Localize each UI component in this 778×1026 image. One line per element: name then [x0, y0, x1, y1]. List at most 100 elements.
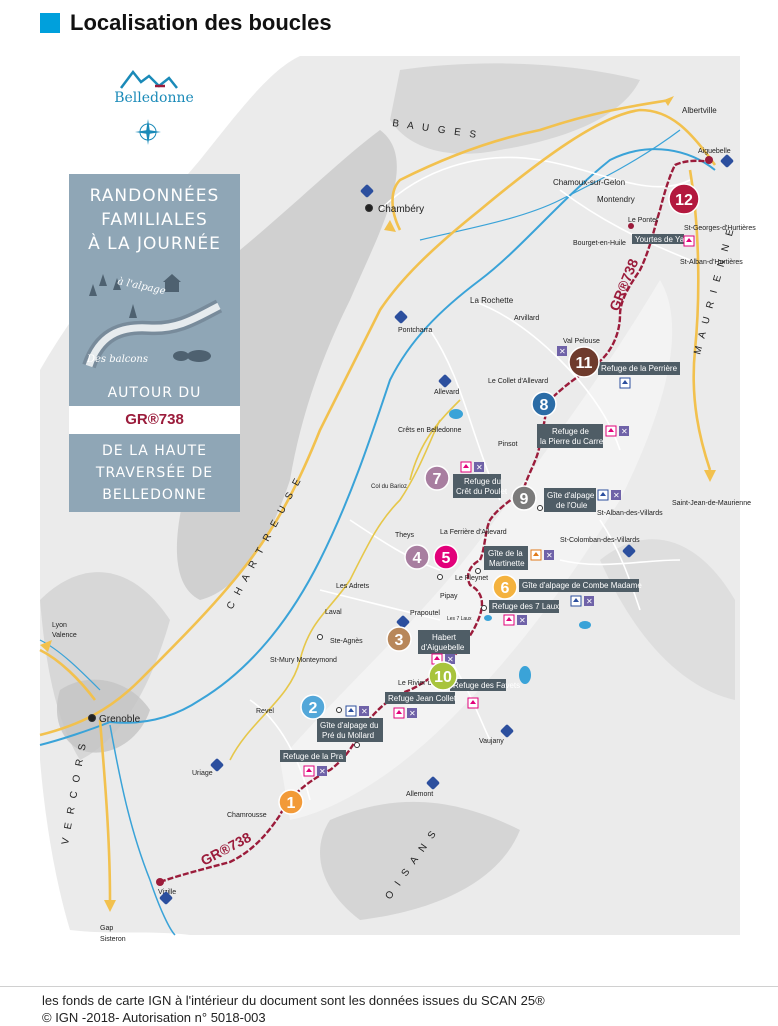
restaurant-icon: ✕ — [584, 596, 594, 606]
restaurant-icon: ✕ — [544, 550, 554, 560]
panel-sub-line3: BELLEDONNE — [102, 487, 207, 503]
house-icon — [530, 549, 542, 561]
refuge-combe: Gîte d'alpage de Combe Madame — [522, 581, 642, 590]
place-le-pontet: Le Pontet — [628, 217, 658, 224]
loop-marker-8-label: 8 — [540, 397, 549, 414]
loop-marker-9-label: 9 — [520, 491, 529, 508]
loop-marker-4[interactable]: 4 — [404, 544, 430, 570]
loop-marker-6[interactable]: 6 — [492, 574, 518, 600]
refuge-pierre-carre-2: la Pierre du Carre — [540, 437, 604, 446]
train-station-icon — [426, 776, 440, 790]
footer: les fonds de carte IGN à l'intérieur du … — [42, 992, 545, 1026]
house-icon — [683, 235, 695, 247]
place-st-alban-v: St-Alban-des-Villards — [597, 510, 663, 517]
svg-text:✕: ✕ — [586, 597, 593, 606]
highway-south — [98, 719, 112, 901]
place-la-rochette: La Rochette — [470, 296, 514, 305]
place-allemont: Allemont — [406, 791, 433, 798]
loop-marker-1-circle — [278, 789, 304, 815]
highway-arrow-albertville — [664, 96, 674, 106]
loop-marker-5-label: 5 — [442, 550, 451, 567]
svg-text:✕: ✕ — [409, 709, 416, 718]
loop-marker-1[interactable]: 1 — [278, 789, 304, 815]
info-panel: RANDONNÉES FAMILIALES À LA JOURNÉE à l'a… — [69, 174, 240, 512]
refuge-yourtes: Yourtes de Yayla — [635, 235, 695, 244]
place-riviere: Le Rivier d'Allemont — [398, 680, 460, 687]
panel-gr-label: GR®738 — [125, 411, 184, 428]
place-col-barioz: Col du Barioz — [371, 484, 407, 490]
grenoble-urban-area — [56, 679, 150, 753]
place-sisteron: Sisteron — [100, 936, 126, 943]
highway-maurienne — [688, 169, 712, 471]
highway-arrow-chambery — [384, 220, 396, 232]
place-valence: Valence — [52, 632, 77, 639]
place-les-adrets: Les Adrets — [336, 583, 370, 590]
logo-text: Belledonne — [114, 90, 194, 106]
loop-marker-3[interactable]: 3 — [386, 626, 412, 652]
highway-arrow-lyon — [40, 640, 52, 652]
place-prapoutel: Prapoutel — [410, 610, 440, 617]
place-st-colomban: St-Colomban-des-Villards — [560, 537, 640, 544]
place-chamoux: Chamoux-sur-Gelon — [553, 178, 625, 187]
north-river — [419, 129, 681, 241]
loop-marker-2[interactable]: 2 — [300, 694, 326, 720]
loop-marker-12[interactable]: 12 — [668, 183, 700, 215]
refuge-favets: Refuge des Favets — [453, 681, 520, 690]
highway-west — [39, 648, 97, 701]
isere-river — [39, 148, 716, 746]
footer-divider — [0, 986, 778, 987]
place-grenoble: Grenoble — [99, 714, 141, 725]
refuge-perriere: Refuge de la Perrière — [601, 364, 678, 373]
svg-text:✕: ✕ — [447, 655, 454, 664]
place-st-alban-h: St-Alban-d'Hurtières — [680, 259, 743, 266]
relief-belledonne — [280, 280, 673, 820]
loop-marker-8[interactable]: 8 — [531, 391, 557, 417]
panel-gr-band: GR®738 — [69, 406, 240, 434]
house-icon — [460, 461, 472, 473]
svg-text:✕: ✕ — [559, 347, 566, 356]
place-lyon: Lyon — [52, 622, 67, 629]
train-station-icon — [622, 544, 636, 558]
refuge-poulet-2: Crêt du Poulet — [456, 487, 508, 496]
place-laval: Laval — [325, 609, 342, 616]
house-icon — [303, 765, 315, 777]
place-pinsot: Pinsot — [498, 441, 518, 448]
hiking-illustration: à l'alpage Des balcons — [82, 274, 223, 369]
secondary-roads — [249, 156, 691, 801]
illustration-text-alpage: à l'alpage — [116, 276, 166, 297]
restaurant-icon: ✕ — [359, 706, 369, 716]
panel-autour: AUTOUR DU — [107, 385, 202, 401]
place-vaujany: Vaujany — [479, 738, 504, 745]
refuge-sept-laux: Refuge des 7 Laux — [492, 602, 559, 611]
place-chambery: Chambéry — [378, 204, 424, 215]
footer-line2: © IGN -2018- Autorisation n° 5018-003 — [42, 1010, 266, 1025]
loop-marker-3-label: 3 — [395, 632, 404, 649]
restaurant-icon: ✕ — [611, 490, 621, 500]
loop-marker-5[interactable]: 5 — [433, 544, 459, 570]
place-albertville: Albertville — [682, 106, 717, 115]
loop-marker-10[interactable]: 10 — [428, 661, 458, 691]
place-pontcharra: Pontcharra — [398, 327, 432, 334]
gr738-route — [159, 159, 711, 884]
loop-marker-7[interactable]: 7 — [424, 465, 450, 491]
svg-text:✕: ✕ — [319, 767, 326, 776]
loop-marker-5-circle — [433, 544, 459, 570]
loop-marker-12-label: 12 — [675, 192, 693, 209]
train-station-icon — [438, 374, 452, 388]
loop-marker-11[interactable]: 11 — [568, 346, 600, 378]
belledonne-logo: Belledonne — [104, 66, 204, 106]
loop-marker-9[interactable]: 9 — [511, 485, 537, 511]
train-icons — [159, 154, 734, 905]
loop-marker-4-label: 4 — [413, 550, 422, 567]
loop-marker-8-circle — [531, 391, 557, 417]
train-station-icon — [500, 724, 514, 738]
highway-a43 — [39, 108, 717, 737]
place-gap: Gap — [100, 925, 113, 932]
place-les-7-laux: Les 7 Laux — [447, 616, 472, 622]
loop-markers: 1 2 3 4 5 6 7 8 — [278, 183, 700, 815]
place-revel: Revel — [256, 708, 274, 715]
train-station-icon — [210, 758, 224, 772]
page-title: Localisation des boucles — [70, 10, 332, 35]
refuge-poulet-1: Refuge du — [464, 477, 501, 486]
loop-marker-9-circle — [511, 485, 537, 511]
